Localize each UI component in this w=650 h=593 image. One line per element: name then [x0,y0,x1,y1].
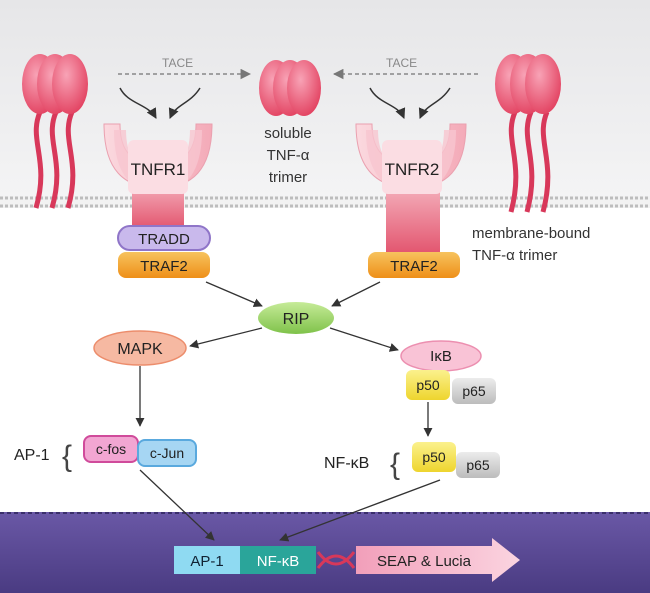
dna-nfkb-box [240,546,316,574]
binding-arrow-4 [418,87,451,119]
nucleus [0,512,650,593]
membrane-bound-trimer-left [22,54,88,209]
tace-label-left: TACE [162,56,193,70]
tace-label-right: TACE [386,56,417,70]
nfkb-brace: { [390,448,400,481]
traf2-left-box [118,252,210,278]
arrow-traf2-left-rip [205,281,263,307]
soluble-trimer [259,60,321,116]
p65-top-label: p65 [462,383,486,399]
membrane-bound-label-2: TNF-α trimer [472,247,557,264]
reporter-arrow [356,538,520,582]
binding-arrow-3 [369,87,406,119]
traf2-left-label: TRAF2 [140,258,188,275]
rip-node [258,302,334,334]
ap1-label: AP-1 [14,447,50,464]
tnfr2-label: TNFR2 [385,160,440,179]
p50-top-box [406,370,450,400]
cjun-label: c-Jun [150,445,184,461]
soluble-label-1: soluble [264,125,312,142]
mapk-label: MAPK [117,341,163,358]
dna-ap1-box [174,546,240,574]
ap1-brace: { [62,440,72,473]
dna-ap1-label: AP-1 [190,553,223,570]
membrane-bound-label-1: membrane-bound [472,225,590,242]
tnfr1-label: TNFR1 [131,160,186,179]
cjun-box [137,439,197,467]
membrane-bound-trimer-right [495,54,561,213]
rip-label: RIP [283,311,310,328]
dna-nfkb-label: NF-κB [257,553,300,570]
tnfr2-receptor [355,123,467,256]
arrow-rip-ikb [329,327,399,352]
arrow-nfkb-dna [279,479,441,542]
arrow-ap1-dna [139,469,215,541]
tradd-label: TRADD [138,231,190,248]
reporter-label: SEAP & Lucia [377,553,472,570]
p50-bottom-label: p50 [422,449,446,465]
binding-arrow-2 [168,87,201,119]
traf2-right-label: TRAF2 [390,258,438,275]
binding-arrow-1 [119,87,157,119]
ikb-label: IκB [430,348,452,365]
mapk-node [93,330,187,366]
dna-helix-icon [316,551,356,569]
arrow-traf2-right-rip [331,281,381,307]
traf2-right-box [368,252,460,278]
tnfr1-receptor [103,123,213,230]
nfkb-label: NF-κB [324,455,369,472]
cfos-label: c-fos [96,441,126,457]
tradd-box [117,225,211,251]
p65-top-box [452,378,496,404]
cell-membrane [0,196,650,208]
arrow-rip-mapk [189,327,263,349]
soluble-label-2: TNF-α [267,147,310,164]
p50-bottom-box [412,442,456,472]
soluble-label-3: trimer [269,169,307,186]
p65-bottom-box [456,452,500,478]
p50-top-label: p50 [416,377,440,393]
p65-bottom-label: p65 [466,457,490,473]
